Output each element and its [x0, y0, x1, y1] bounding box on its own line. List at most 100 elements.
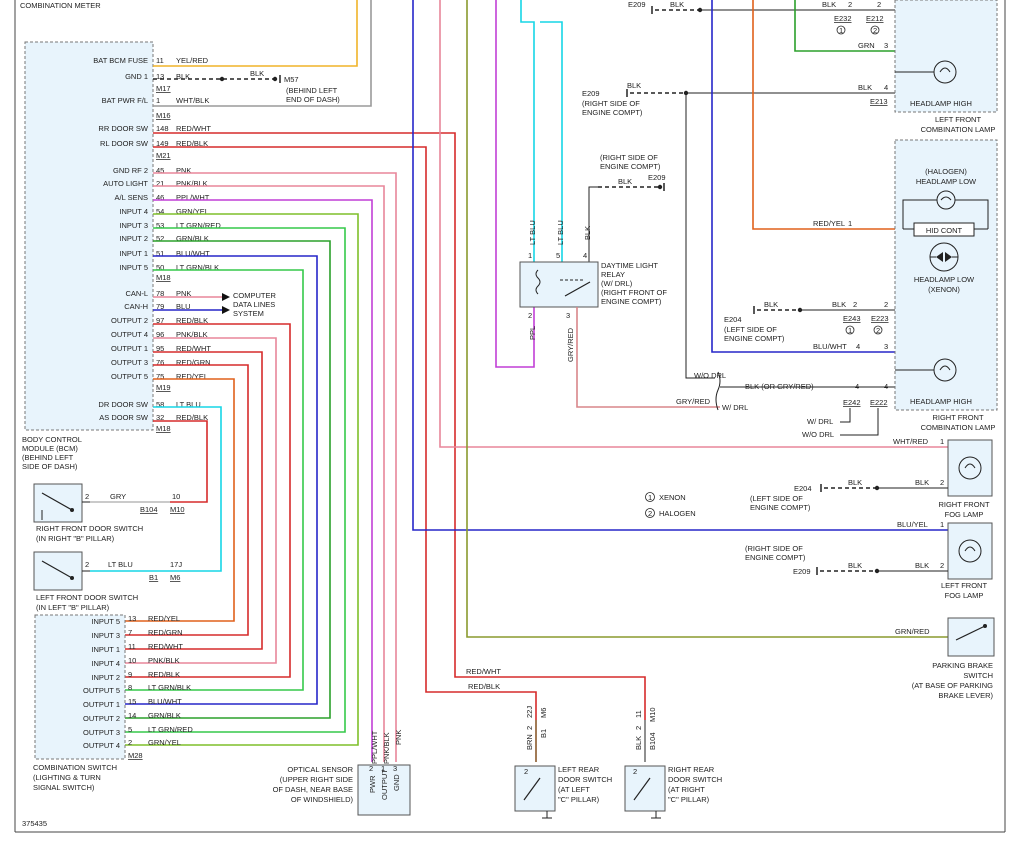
gryred-label: GRY/RED [676, 397, 711, 406]
e209-mid-wire: BLK [627, 81, 641, 90]
legend-xenon: XENON [659, 493, 686, 502]
lffog-wire-in: BLU/YEL [897, 520, 928, 529]
e204-label: E204 [724, 315, 742, 324]
lfcl-grn-pin: 3 [884, 41, 888, 50]
bcm-module [24, 41, 154, 431]
bcm-wire-color: GRN/YEL [176, 207, 209, 216]
bcm-pin-name: INPUT 2 [119, 234, 148, 243]
bcm-pin-number: 95 [156, 344, 164, 353]
rffog-note-1: (LEFT SIDE OF [750, 494, 803, 503]
rfcl-xenon-2: (XENON) [928, 285, 960, 294]
cs-wire-color: GRN/YEL [148, 738, 181, 747]
bcm-pin-number: 78 [156, 289, 164, 298]
computer-data-2: DATA LINES [233, 300, 275, 309]
bcm-wire-color: LT BLU [176, 400, 201, 409]
rrs-pin: 11 [634, 710, 643, 718]
cs-pin-name: INPUT 2 [91, 673, 120, 682]
bcm-wire-color: RED/BLK [176, 413, 208, 422]
redyel-pin: 1 [848, 219, 852, 228]
cs-pin-name: OUTPUT 4 [83, 741, 120, 750]
relay-bot-wire-ppl: PPL [528, 326, 537, 340]
bcm-pin-number: 148 [156, 124, 169, 133]
rffog-note-2: ENGINE COMPT) [750, 503, 811, 512]
relay-title-4: (RIGHT FRONT OF [601, 288, 667, 297]
bcm-title-2: MODULE (BCM) [22, 444, 78, 453]
relay-title-5: ENGINE COMPT) [601, 297, 662, 306]
relay-top-pin-5: 5 [556, 251, 560, 260]
rffog-wire-gnd2: BLK [915, 478, 929, 487]
rrs-wire: BLK [634, 736, 643, 750]
e209-top-label: E209 [628, 0, 646, 9]
cs-pin-name: OUTPUT 1 [83, 700, 120, 709]
connector-m16: M16 [156, 111, 171, 120]
lfcl-blk: BLK [822, 0, 836, 9]
rfcl-halogen-1: (HALOGEN) [925, 167, 967, 176]
lffog-wire-gnd2: BLK [915, 561, 929, 570]
pbrake-label-1: PARKING BRAKE [932, 661, 993, 670]
bcm-pin-name: GND 1 [125, 72, 148, 81]
relay-top-wire-1: LT BLU [528, 220, 537, 245]
bcm-pin-number: 1 [156, 96, 160, 105]
cs-wire-color: BLU/WHT [148, 697, 182, 706]
drl-pin: 4 [855, 382, 859, 391]
right-rear-door-switch [624, 765, 666, 812]
lfds-pin: 2 [85, 560, 89, 569]
bcm-pin-name: OUTPUT 2 [111, 316, 148, 325]
m57-wire-label: BLK [250, 69, 264, 78]
bcm-pin-number: 52 [156, 234, 164, 243]
rfds-pin: 2 [85, 492, 89, 501]
connector-m18b: M18 [156, 424, 171, 433]
bcm-wire-color: RED/WHT [176, 344, 211, 353]
bcm-pin-number: 58 [156, 400, 164, 409]
os-gnd: GND [392, 774, 401, 791]
rfcl-hl-high: HEADLAMP HIGH [910, 397, 972, 406]
cs-pin-number: 11 [128, 642, 136, 651]
os-wire-ppl: PPL/WHT [370, 730, 379, 764]
bcm-pin-number: 53 [156, 221, 164, 230]
lfcl-grn: GRN [858, 41, 875, 50]
cs-pin-name: INPUT 4 [91, 659, 120, 668]
rf-door-switch [33, 483, 83, 523]
bcm-pin-name: BAT PWR F/L [102, 96, 148, 105]
legend-c2: 2 [648, 509, 652, 518]
wire-yel-red [153, 0, 358, 67]
rfcl-c1: 1 [848, 326, 852, 335]
legend-halogen: HALOGEN [659, 509, 696, 518]
rffog-gnd: E204 [794, 484, 812, 493]
rfcl-title-2: COMBINATION LAMP [921, 423, 996, 432]
bcm-pin-name: CAN-H [124, 302, 148, 311]
bcm-pin-number: 46 [156, 193, 164, 202]
bluwht-pin2: 3 [884, 342, 888, 351]
bcm-wire-color: BLU/WHT [176, 249, 210, 258]
rfds-connector: B104 [140, 505, 158, 514]
lfcl-blk4-pin: 4 [884, 83, 888, 92]
rrs-top-wire: RED/BLK [468, 682, 500, 691]
computer-data-3: SYSTEM [233, 309, 264, 318]
e204-note-1: (LEFT SIDE OF [724, 325, 777, 334]
lfcl-c1: 1 [839, 26, 843, 35]
bcm-pin-number: 50 [156, 263, 164, 272]
rls-label-4: "C" PILLAR) [558, 795, 600, 804]
bcm-wire-color: PNK [176, 289, 191, 298]
optical-sensor [357, 764, 411, 816]
bcm-pin-name: GND RF 2 [113, 166, 148, 175]
bcm-wire-color: LT GRN/BLK [176, 263, 219, 272]
relay-gnd-note-1: (RIGHT SIDE OF [600, 153, 658, 162]
relay-title-2: RELAY [601, 270, 625, 279]
relay-top-wire-5: LT BLU [556, 220, 565, 245]
cs-wire-color: RED/GRN [148, 628, 183, 637]
wdrl-label: W/ DRL [722, 403, 748, 412]
cs-connector: M28 [128, 751, 143, 760]
rrs-switch-pin: 2 [633, 767, 637, 776]
lffog-note-1: (RIGHT SIDE OF [745, 544, 803, 553]
cs-pin-number: 10 [128, 656, 136, 665]
drl-conn2: E222 [870, 398, 888, 407]
legend-c1: 1 [648, 493, 652, 502]
rrs-label-1: RIGHT REAR [668, 765, 715, 774]
bcm-wire-color: PPL/WHT [176, 193, 210, 202]
bcm-pin-name: CAN-L [125, 289, 148, 298]
os-pin-3: 3 [393, 764, 397, 773]
wdrl-label-2: W/ DRL [807, 417, 833, 426]
rrs-label-2: DOOR SWITCH [668, 775, 722, 784]
